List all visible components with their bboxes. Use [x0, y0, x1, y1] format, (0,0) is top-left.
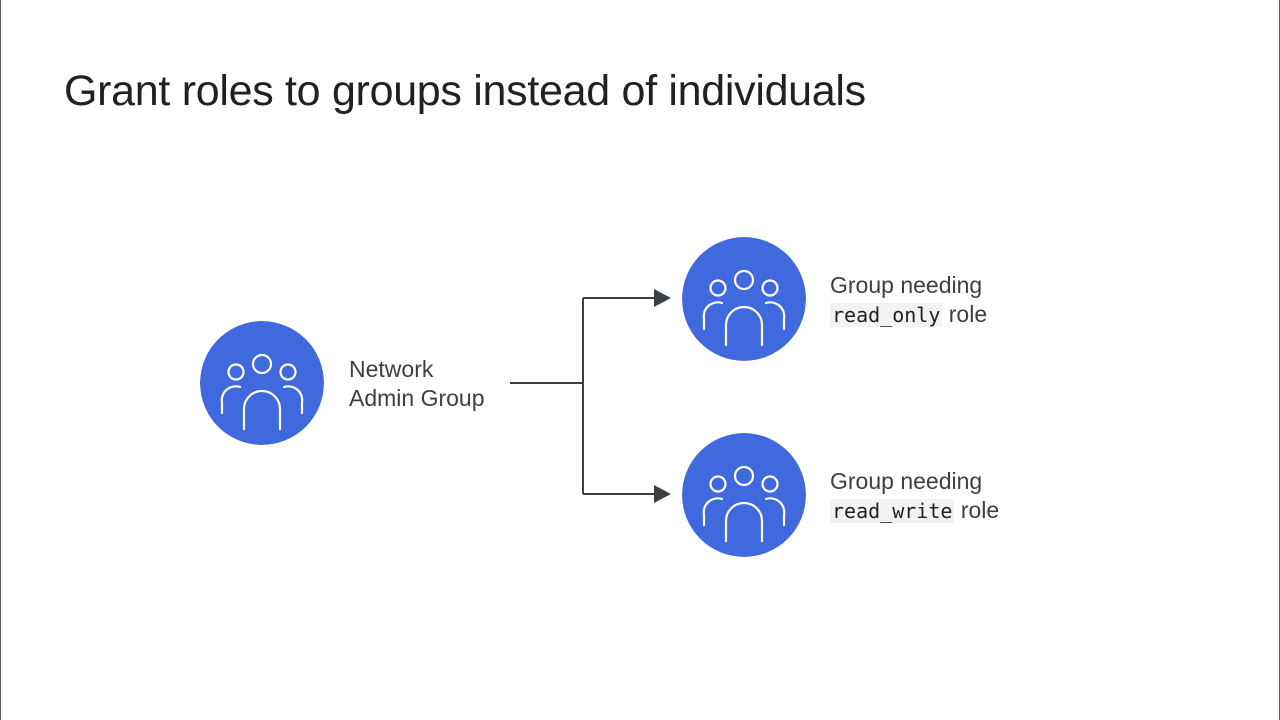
read-write-group-label: Group needing read_write role [830, 467, 999, 526]
read-write-label-line1: Group needing [830, 468, 983, 494]
read-only-label-line1: Group needing [830, 272, 983, 298]
read-only-group-label: Group needing read_only role [830, 271, 987, 330]
slide-left-edge [0, 0, 1, 720]
people-group-icon [200, 321, 324, 445]
read-write-group-node [682, 433, 806, 557]
admin-label-line1: Network [349, 356, 434, 382]
arrowhead-bottom [654, 485, 671, 503]
people-group-icon [682, 433, 806, 557]
read-write-role-code: read_write [830, 499, 955, 523]
network-admin-group-label: Network Admin Group [349, 355, 485, 413]
admin-label-line2: Admin Group [349, 385, 485, 411]
read-only-label-line2: read_only role [830, 300, 987, 330]
network-admin-group-node [200, 321, 324, 445]
read-only-group-node [682, 237, 806, 361]
read-only-role-code: read_only [830, 303, 943, 327]
read-write-label-line2: read_write role [830, 496, 999, 526]
arrowhead-top [654, 289, 671, 307]
read-write-role-suffix: role [960, 497, 1000, 523]
read-only-role-suffix: role [948, 301, 988, 327]
people-group-icon [682, 237, 806, 361]
slide-title: Grant roles to groups instead of individ… [64, 67, 866, 115]
